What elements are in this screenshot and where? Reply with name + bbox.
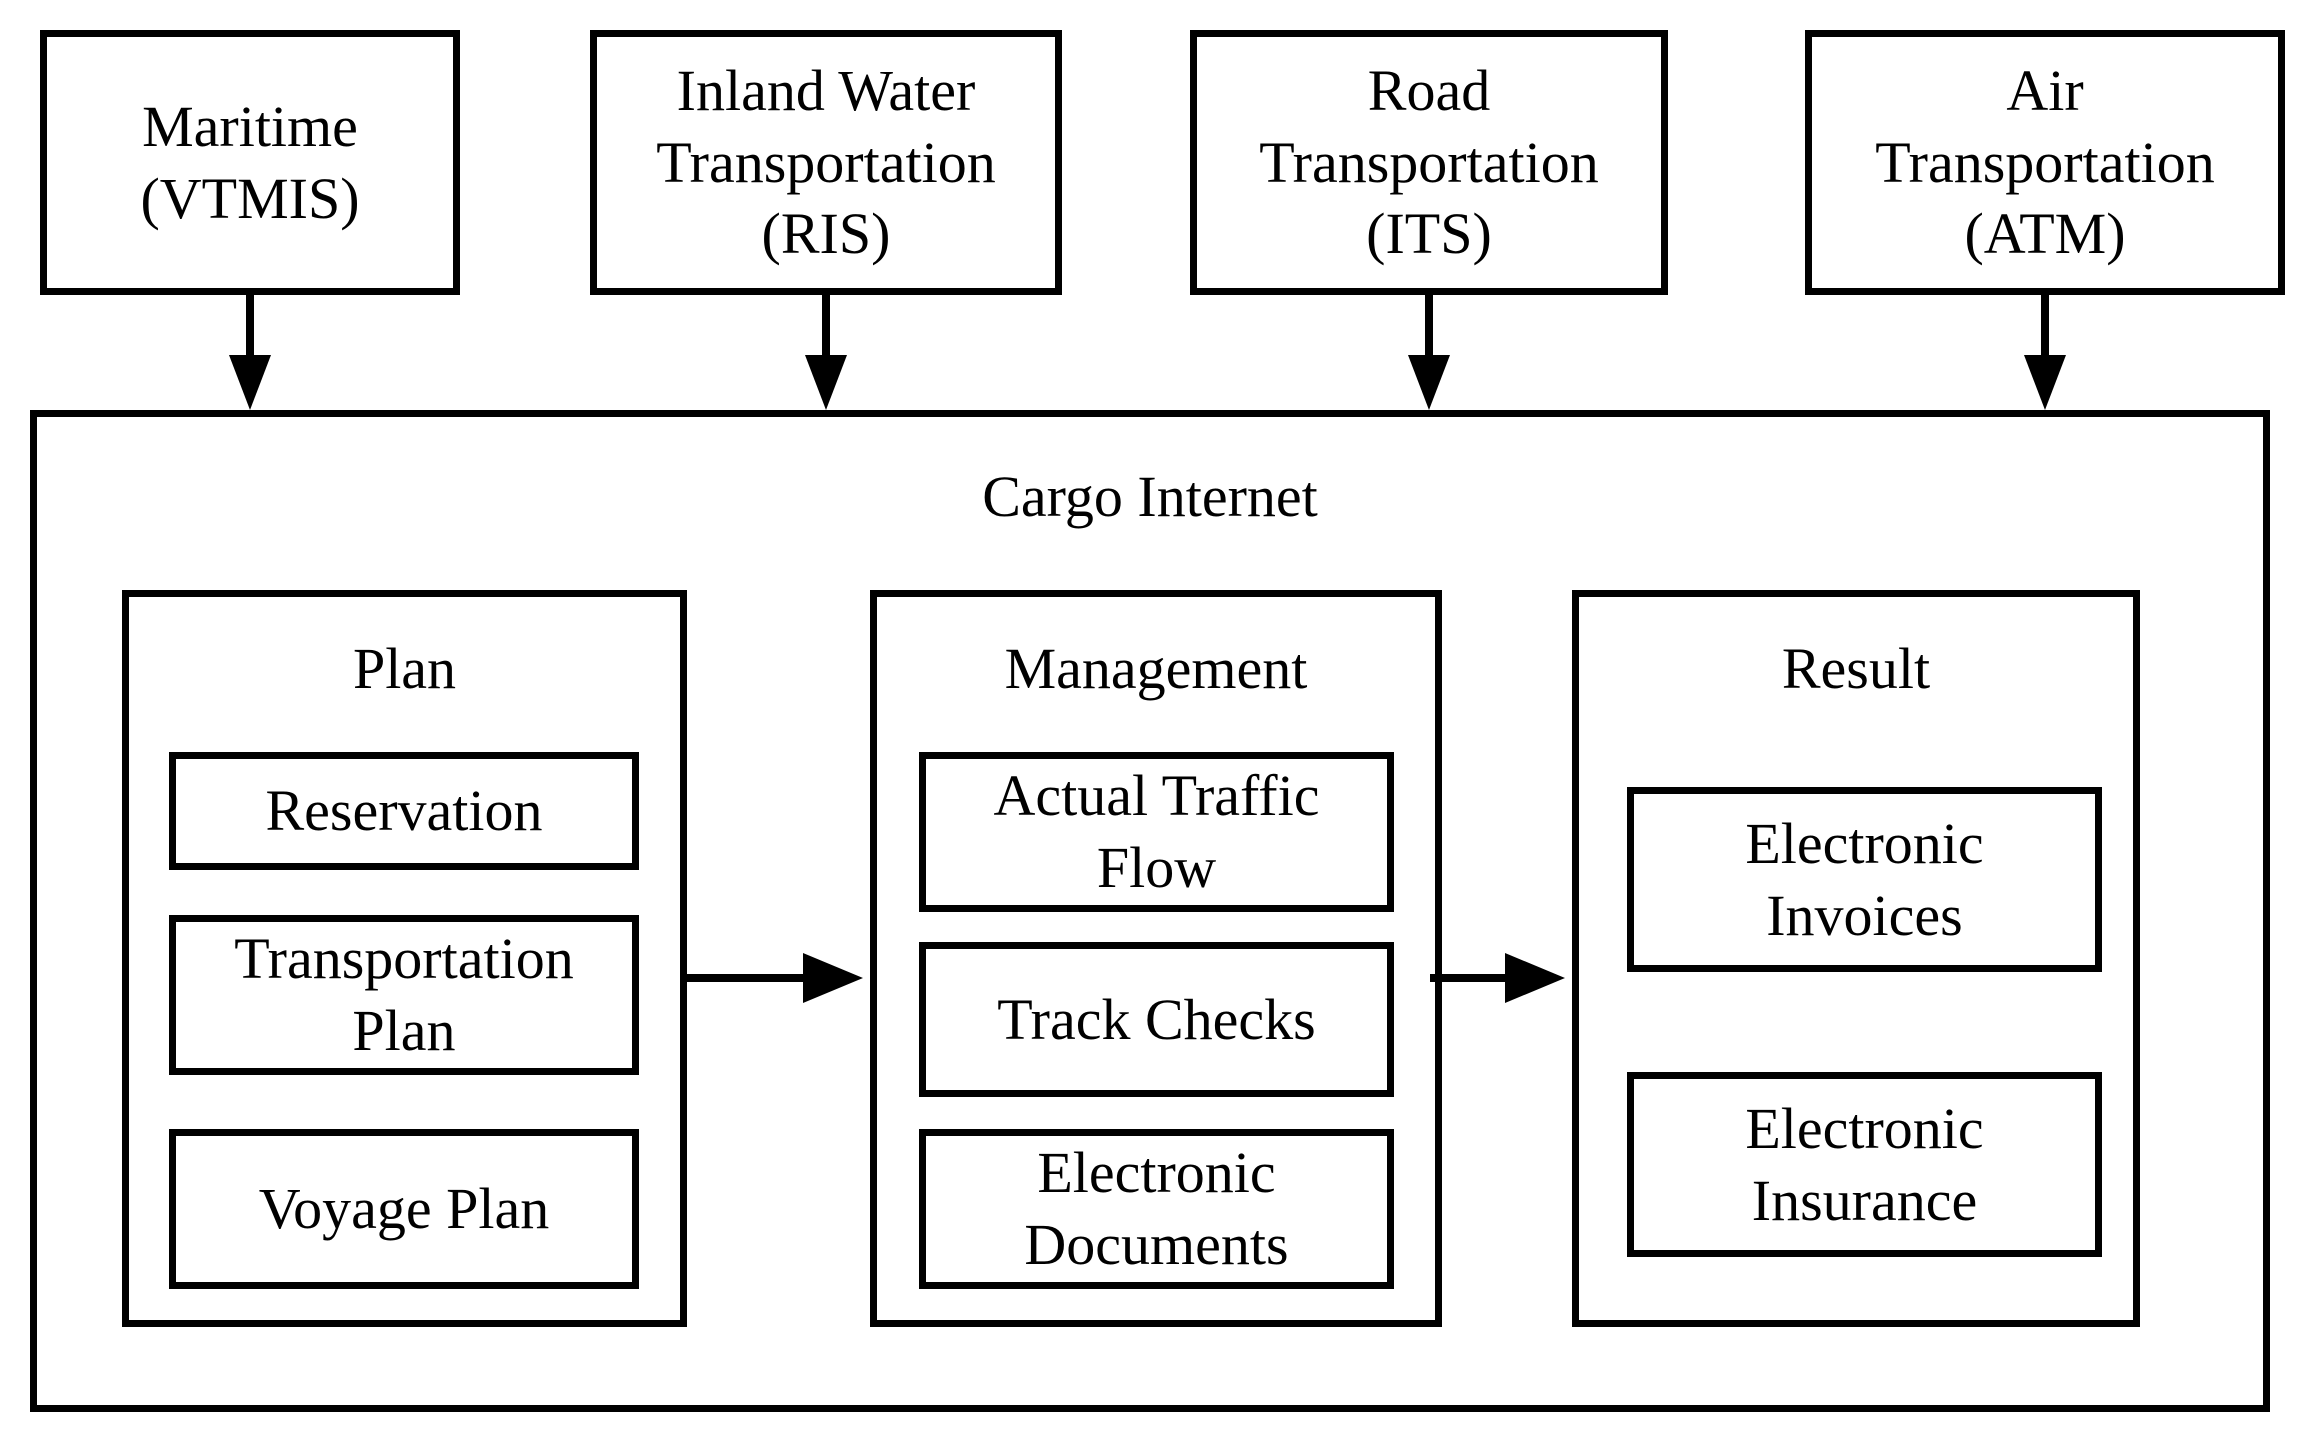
arrow-head-down	[229, 355, 271, 410]
arrow-maritime-to-cargo-internet	[229, 295, 271, 410]
item-transportation-plan-label: Transportation Plan	[234, 926, 574, 1063]
source-box-road-label: Road Transportation (ITS)	[1259, 57, 1599, 267]
arrow-plan-to-management	[680, 953, 863, 1003]
arrow-head-down	[2024, 355, 2066, 410]
item-reservation-label: Reservation	[265, 778, 543, 844]
item-electronic-insurance: Electronic Insurance	[1627, 1072, 2102, 1257]
item-electronic-documents: Electronic Documents	[919, 1129, 1394, 1289]
source-box-inland-water: Inland Water Transportation (RIS)	[590, 30, 1062, 295]
source-box-maritime: Maritime (VTMIS)	[40, 30, 460, 295]
source-box-inland-water-label: Inland Water Transportation (RIS)	[656, 57, 996, 267]
arrow-head-down	[1408, 355, 1450, 410]
item-electronic-insurance-label: Electronic Insurance	[1745, 1095, 1984, 1233]
source-box-road: Road Transportation (ITS)	[1190, 30, 1668, 295]
management-column-title: Management	[1004, 636, 1308, 701]
arrow-stem	[1430, 974, 1512, 982]
item-electronic-invoices: Electronic Invoices	[1627, 787, 2102, 972]
arrow-stem	[2041, 295, 2049, 357]
item-track-checks: Track Checks	[919, 942, 1394, 1097]
result-column-title: Result	[1781, 636, 1931, 701]
arrow-head-down	[805, 355, 847, 410]
item-electronic-invoices-label: Electronic Invoices	[1745, 810, 1984, 948]
source-box-maritime-label: Maritime (VTMIS)	[140, 93, 360, 231]
arrow-head-right	[1505, 953, 1565, 1003]
result-column: Result Electronic Invoices Electronic In…	[1572, 590, 2140, 1327]
arrow-inland-water-to-cargo-internet	[805, 295, 847, 410]
cargo-internet-title: Cargo Internet	[982, 464, 1318, 529]
plan-column-title: Plan	[352, 636, 457, 701]
source-box-air: Air Transportation (ATM)	[1805, 30, 2285, 295]
arrow-stem	[680, 974, 810, 982]
item-actual-traffic-flow-label: Actual Traffic Flow	[993, 763, 1320, 900]
arrow-management-to-result	[1430, 953, 1565, 1003]
source-box-air-label: Air Transportation (ATM)	[1875, 57, 2215, 267]
arrow-stem	[1425, 295, 1433, 357]
item-voyage-plan: Voyage Plan	[169, 1129, 639, 1289]
item-transportation-plan: Transportation Plan	[169, 915, 639, 1075]
arrow-stem	[822, 295, 830, 357]
item-actual-traffic-flow: Actual Traffic Flow	[919, 752, 1394, 912]
cargo-internet-box: Cargo Internet Plan Reservation Transpor…	[30, 410, 2270, 1412]
arrow-stem	[246, 295, 254, 357]
item-electronic-documents-label: Electronic Documents	[1024, 1140, 1289, 1277]
arrow-air-to-cargo-internet	[2024, 295, 2066, 410]
plan-column: Plan Reservation Transportation Plan Voy…	[122, 590, 687, 1327]
arrow-head-right	[803, 953, 863, 1003]
arrow-road-to-cargo-internet	[1408, 295, 1450, 410]
item-voyage-plan-label: Voyage Plan	[258, 1176, 550, 1242]
item-track-checks-label: Track Checks	[997, 986, 1316, 1052]
item-reservation: Reservation	[169, 752, 639, 870]
management-column: Management Actual Traffic Flow Track Che…	[870, 590, 1442, 1327]
